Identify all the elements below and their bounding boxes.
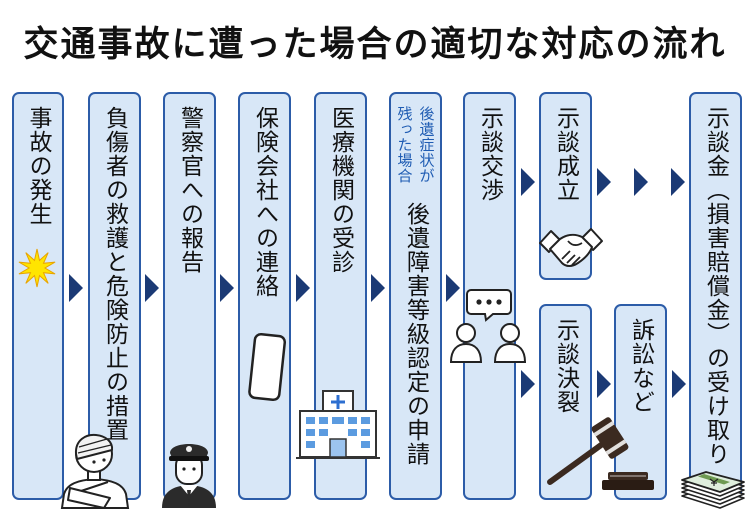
smartphone-icon bbox=[248, 332, 287, 402]
step-label: 医療機関の受診 bbox=[327, 106, 354, 274]
page-title: 交通事故に遭った場合の適切な対応の流れ bbox=[23, 25, 727, 65]
condition-note: 後遺症状が残った場合 bbox=[394, 106, 438, 184]
injured-person-icon bbox=[60, 433, 130, 509]
flow-arrow-upper-branch bbox=[521, 168, 535, 196]
flow-arrow bbox=[597, 168, 611, 196]
flow-arrow bbox=[597, 370, 611, 398]
step-label: 示談成立 bbox=[552, 106, 579, 202]
flow-arrow bbox=[671, 168, 685, 196]
step-insurance-contact: 保険会社への連絡 bbox=[238, 92, 291, 500]
flow-arrow bbox=[69, 274, 83, 302]
flow-arrow bbox=[371, 274, 385, 302]
step-label: 事故の発生 bbox=[25, 106, 51, 226]
money-stack-icon bbox=[681, 471, 745, 509]
step-rescue-and-hazard-prevention: 負傷者の救護と危険防止の措置 bbox=[88, 92, 141, 500]
step-label: 保険会社への連絡 bbox=[251, 106, 278, 298]
step-label: 示談交渉 bbox=[476, 106, 503, 202]
flow-arrow-lower-branch bbox=[521, 370, 535, 398]
flow-arrow bbox=[296, 274, 310, 302]
flow-arrow bbox=[634, 168, 648, 196]
step-label: 警察官への報告 bbox=[176, 106, 203, 274]
flow-arrow bbox=[145, 274, 159, 302]
step-label: 後遺障害等級認定の申請 bbox=[402, 201, 429, 466]
step-disability-grade-application: 後遺症状が残った場合 後遺障害等級認定の申請 bbox=[389, 92, 442, 500]
step-label: 負傷者の救護と危険防止の措置 bbox=[101, 106, 128, 442]
handshake-icon bbox=[539, 228, 603, 267]
conversation-icon bbox=[449, 289, 527, 363]
police-officer-icon bbox=[162, 444, 216, 508]
gavel-icon bbox=[547, 417, 654, 490]
step-accident-occurrence: 事故の発生 bbox=[12, 92, 64, 500]
step-label: 訴訟など bbox=[627, 318, 654, 414]
step-settlement-payment-receipt: 示談金（損害賠償金）の受け取り bbox=[689, 92, 742, 500]
flow-arrow bbox=[672, 370, 686, 398]
hospital-icon bbox=[296, 390, 380, 459]
step-litigation: 訴訟など bbox=[614, 304, 667, 500]
explosion-icon bbox=[18, 248, 56, 288]
step-settlement-failed: 示談決裂 bbox=[539, 304, 592, 500]
condition-note-line: 残った場合 bbox=[395, 106, 414, 184]
step-label: 示談決裂 bbox=[552, 318, 579, 414]
flow-arrow bbox=[220, 274, 234, 302]
step-label: 示談金（損害賠償金）の受け取り bbox=[702, 106, 729, 466]
condition-note-line: 後遺症状が bbox=[417, 106, 436, 184]
